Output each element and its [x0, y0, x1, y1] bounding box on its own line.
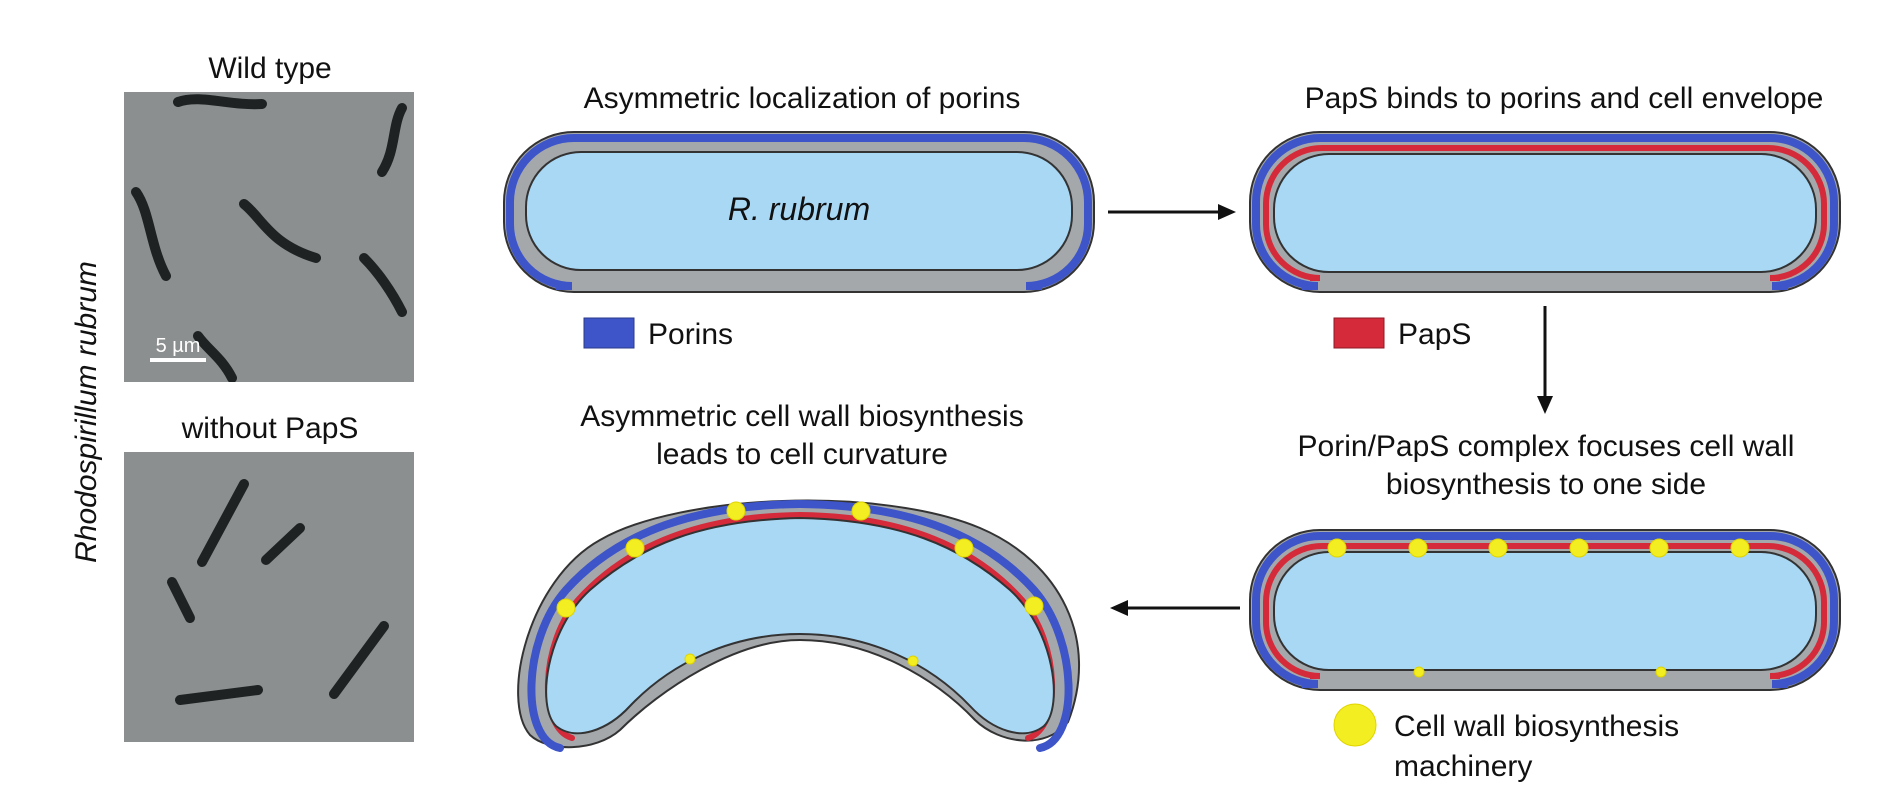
without-paps-label: without PapS [181, 412, 359, 445]
bacterium-cell [197, 479, 249, 567]
bacterium-cell [167, 577, 195, 623]
synthesis-machinery-dot [1569, 538, 1589, 558]
step1-title: Asymmetric localization of porins [584, 82, 1021, 115]
synthesis-machinery-dot [907, 655, 919, 667]
step2-title: PapS binds to porins and cell envelope [1305, 82, 1824, 115]
synthesis-machinery-dot [1024, 596, 1044, 616]
wild-type-micrograph: 5 µm [124, 92, 414, 382]
without-paps-micrograph [124, 452, 414, 742]
porin-layer [527, 499, 1073, 752]
synthesis-machinery-dot [954, 538, 974, 558]
machinery-legend-swatch [1333, 703, 1377, 747]
micrograph-background [124, 452, 414, 742]
porins-legend-swatch [583, 317, 635, 349]
cell-focused-synthesis [1249, 529, 1841, 691]
synthesis-machinery-dot [625, 538, 645, 558]
synthesis-machinery-dot [1655, 666, 1667, 678]
curved-cell [517, 499, 1081, 752]
step3-title-line1: Porin/PapS complex focuses cell wall [1298, 430, 1795, 463]
synthesis-machinery-dot [1408, 538, 1428, 558]
arrow-step2-to-step3 [1537, 306, 1553, 414]
bacterium-cell [359, 253, 407, 317]
machinery-legend-label-line2: machinery [1394, 750, 1532, 783]
synthesis-machinery-dot [1327, 538, 1347, 558]
synthesis-machinery-dot [1730, 538, 1750, 558]
synthesis-machinery-dot [684, 653, 696, 665]
cell-name: R. rubrum [728, 191, 870, 227]
synthesis-machinery-dot [851, 501, 871, 521]
bacterium-cell [377, 103, 407, 177]
bacterium-cell [329, 621, 389, 699]
paps-legend-label: PapS [1398, 318, 1471, 351]
synthesis-machinery-dot [726, 501, 746, 521]
step3-title-line2: biosynthesis to one side [1386, 468, 1706, 501]
arrow-step3-to-step4 [1110, 600, 1240, 616]
bacterium-cell [239, 199, 321, 263]
bacterium-cell [261, 523, 305, 565]
cytoplasm [545, 516, 1055, 735]
bacterium-cell [173, 94, 267, 110]
bacterium-cell [131, 187, 171, 281]
synthesis-machinery-dot [556, 598, 576, 618]
cytoplasm [1273, 551, 1817, 671]
synthesis-machinery-dot [1488, 538, 1508, 558]
step4-title-line2: leads to cell curvature [656, 438, 948, 471]
cell-paps-bound [1249, 131, 1841, 293]
porin-layer [506, 134, 1092, 290]
porin-layer [1252, 532, 1838, 688]
bacterium-cell [193, 331, 237, 382]
porins-legend-label: Porins [648, 318, 733, 351]
scale-bar-label: 5 µm [156, 335, 201, 357]
step4-title-line1: Asymmetric cell wall biosynthesis [580, 400, 1023, 433]
cytoplasm [525, 151, 1073, 271]
porin-layer [1252, 134, 1838, 290]
cell-porins: R. rubrum [503, 131, 1095, 293]
machinery-legend-label-line1: Cell wall biosynthesis [1394, 710, 1679, 743]
paps-layer [1263, 543, 1827, 679]
paps-legend-swatch [1333, 317, 1385, 349]
synthesis-machinery-dot [1649, 538, 1669, 558]
synthesis-machinery-dot [1413, 666, 1425, 678]
cytoplasm [1273, 153, 1817, 273]
bacterium-cell [175, 685, 263, 705]
arrow-step1-to-step2 [1108, 204, 1236, 220]
species-label: Rhodospirillum rubrum [70, 261, 103, 563]
paps-layer [1263, 145, 1827, 281]
wild-type-label: Wild type [208, 52, 331, 85]
